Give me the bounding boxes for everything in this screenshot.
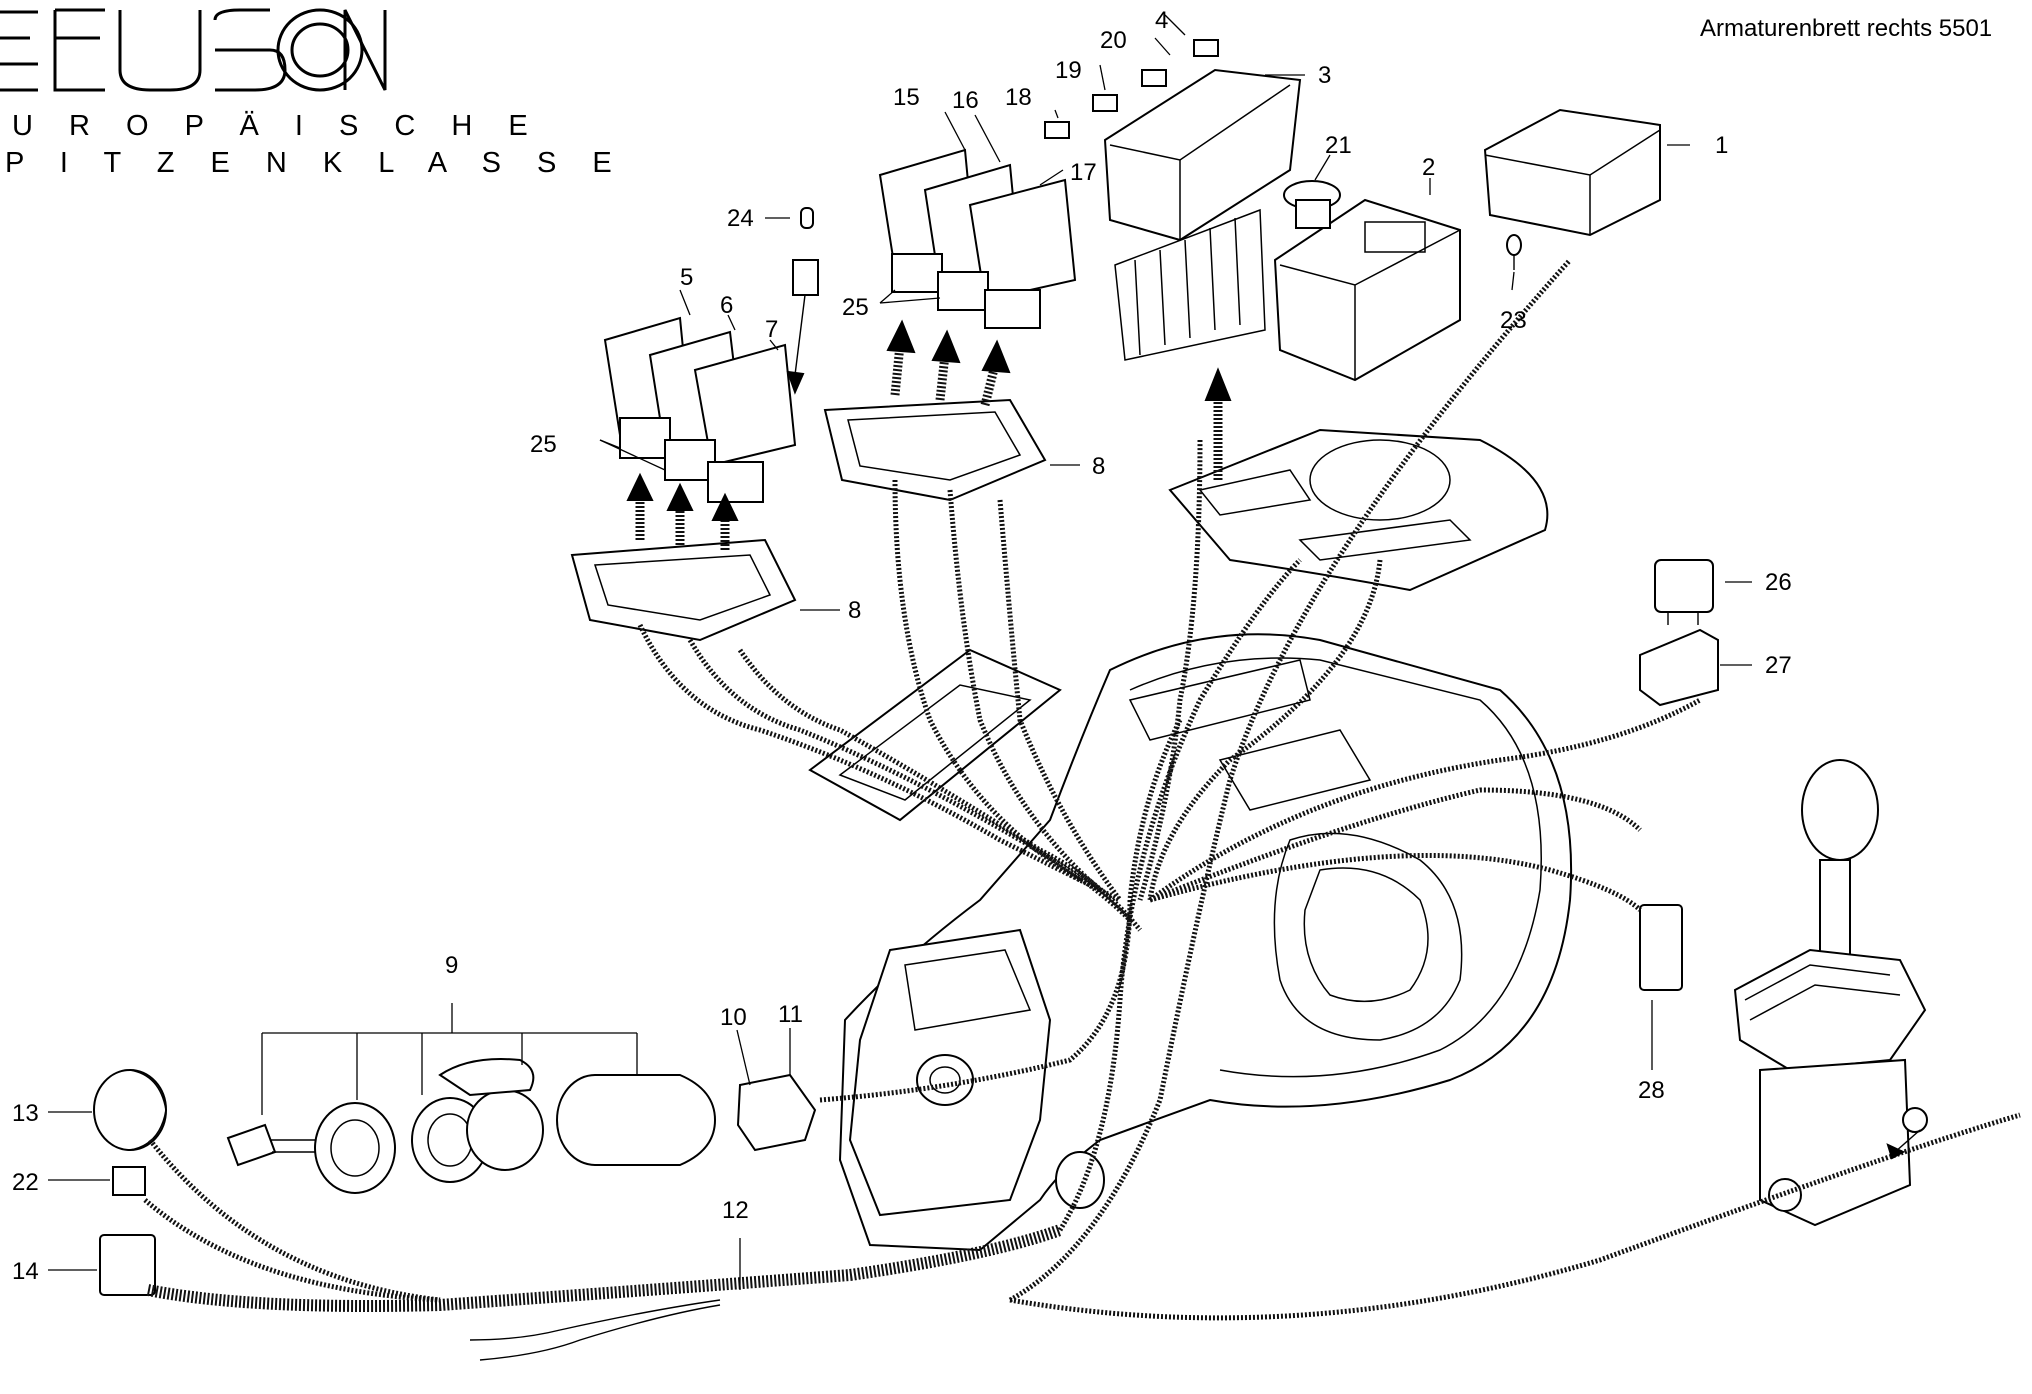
fuse-blade-19 [1092,94,1118,112]
small-plug [112,1166,146,1196]
callout-15: 15 [893,84,920,111]
brand-tagline-line-1: U R O P Ä I S C H E [12,110,542,142]
switch-frame-left [570,538,797,642]
ignition-switch [556,1074,717,1166]
mounting-plate [1168,428,1549,592]
callout-25-left: 25 [530,431,557,458]
callout-28: 28 [1638,1077,1665,1104]
callout-4: 4 [1155,7,1168,34]
fuse-connector-pins [1114,208,1266,361]
callout-23: 23 [1500,307,1527,334]
diode-plug [792,207,819,296]
callout-20: 20 [1100,27,1127,54]
assembly-arrows [626,294,1921,1160]
brand-logo [0,8,387,92]
callout-5: 5 [680,264,693,291]
callout-labels: 1 2 3 4 5 6 7 8 8 9 10 11 12 13 14 15 16… [12,7,1792,1285]
callout-10: 10 [720,1004,747,1031]
multi-pin-connector [1639,904,1683,991]
fuse-box [1103,68,1302,242]
brand-tagline-line-2: P I T Z E N K L A S S E [5,147,626,179]
fuse-blade-4 [1193,39,1219,57]
callout-11: 11 [778,1001,803,1028]
callout-14: 14 [12,1258,39,1285]
callout-12: 12 [722,1197,749,1224]
callout-25-middle: 25 [842,294,869,321]
relay-socket [1639,628,1719,707]
callout-9: 9 [445,952,458,979]
callout-18: 18 [1005,84,1032,111]
console-housing [838,633,1573,1252]
bulb [1506,234,1522,270]
callout-8-middle: 8 [1092,453,1105,480]
callout-1: 1 [1715,132,1728,159]
callout-21: 21 [1325,132,1352,159]
fuse-blade-18 [1044,121,1070,139]
ignition-connector [736,1073,817,1152]
round-socket [93,1069,167,1151]
ignition-ring [314,1102,396,1194]
ignition-key [226,1123,321,1167]
callout-7: 7 [765,316,778,343]
callout-27: 27 [1765,652,1792,679]
ignition-cover [438,1058,544,1171]
display-module [1273,198,1461,382]
callout-26: 26 [1765,569,1792,596]
callout-22: 22 [12,1169,39,1196]
warning-lamp [1283,180,1341,229]
callout-2: 2 [1422,154,1435,181]
display-module-right [1483,108,1661,237]
callout-3: 3 [1318,62,1331,89]
callout-13: 13 [12,1100,39,1127]
relay [1654,559,1714,625]
callout-17: 17 [1070,159,1097,186]
console-bezel-frame [808,648,1062,822]
connector-box [99,1234,156,1296]
callout-19: 19 [1055,57,1082,84]
cable-harness [143,258,2021,1361]
leader-lines [48,14,1752,1290]
switch-frame-middle [823,398,1047,502]
callout-16: 16 [952,87,979,114]
callout-24: 24 [727,205,754,232]
rocker-switch-group-middle [878,148,1077,329]
page-title: Armaturenbrett rechts 5501 [1700,15,1992,42]
callout-8-left: 8 [848,597,861,624]
fuse-blade-20 [1141,69,1167,87]
joystick [1733,759,1928,1227]
callout-6: 6 [720,292,733,319]
rocker-switch-group-left [603,316,797,503]
